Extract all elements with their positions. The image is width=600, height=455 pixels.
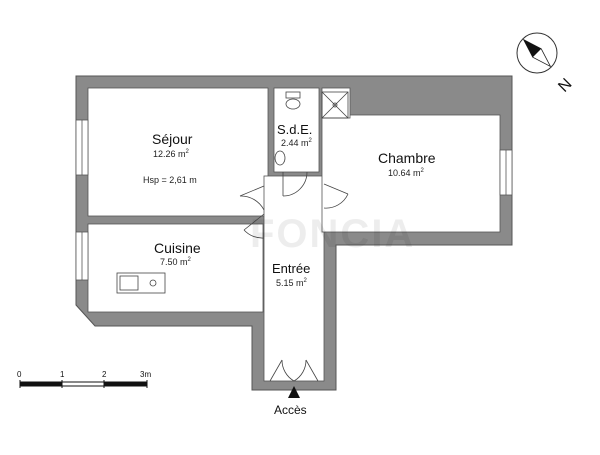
- sanitary-fixtures: [274, 91, 301, 166]
- room-area-sejour: 12.26 m2: [153, 149, 189, 159]
- doors: [239, 171, 349, 382]
- room-label-entree: Entrée: [272, 261, 311, 276]
- shower: [321, 91, 349, 119]
- sejour-floor: [87, 87, 269, 217]
- room-label-sde: S.d.E.: [277, 122, 313, 137]
- kitchen-sink: [116, 272, 166, 294]
- scale-label-1: 1: [60, 370, 65, 379]
- scale-label-0: 0: [17, 370, 22, 379]
- access-label: Accès: [274, 403, 307, 417]
- scale-bar: [19, 380, 148, 388]
- room-area-entree: 5.15 m2: [276, 278, 307, 288]
- watermark: FONCIA: [250, 212, 416, 256]
- room-area-cuisine: 7.50 m2: [160, 257, 191, 267]
- room-area-chambre: 10.64 m2: [388, 168, 424, 178]
- chambre-floor: [321, 114, 501, 233]
- scale-label-2: 2: [102, 370, 107, 379]
- cuisine-floor: [87, 223, 264, 313]
- room-area-sde: 2.44 m2: [281, 138, 312, 148]
- room-label-chambre: Chambre: [378, 150, 436, 166]
- ceiling-height-note: Hsp = 2,61 m: [143, 175, 197, 185]
- windows: [75, 119, 513, 281]
- scale-label-3m: 3m: [140, 370, 152, 379]
- room-label-sejour: Séjour: [152, 131, 193, 147]
- access-arrow-icon: [288, 386, 300, 398]
- room-label-cuisine: Cuisine: [154, 240, 201, 256]
- compass-icon: [516, 32, 558, 74]
- entree-floor: [263, 175, 325, 382]
